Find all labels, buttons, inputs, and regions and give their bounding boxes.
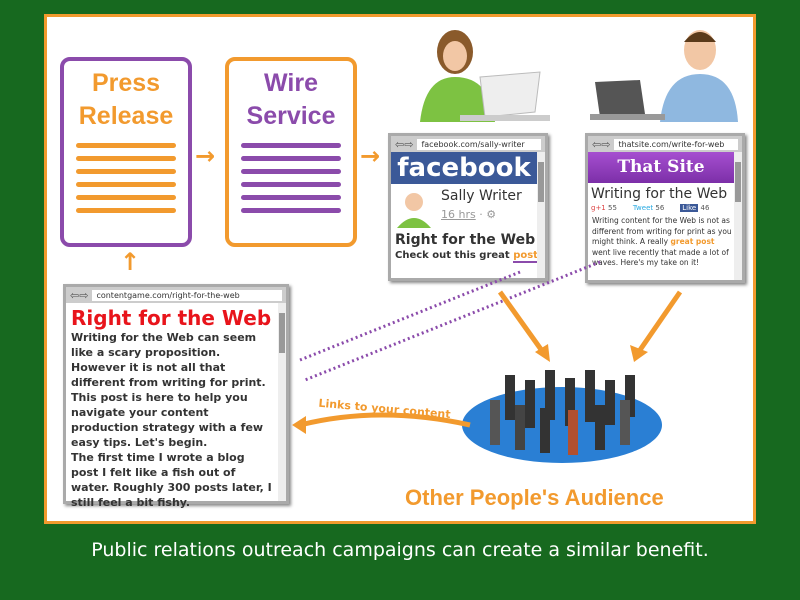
scrollbar[interactable] <box>734 152 742 280</box>
address-bar: thatsite.com/write-for-web <box>614 138 738 150</box>
article-body: Writing content for the Web is not as di… <box>592 216 732 267</box>
audience-label: Other People's Audience <box>405 485 664 510</box>
audience-crowd <box>490 370 635 455</box>
post-headline: Right for the Web! <box>395 232 542 248</box>
back-forward-icon: ⇦⇨ <box>395 137 414 151</box>
arrow-right-icon: → <box>195 142 216 170</box>
article-headline: Writing for the Web <box>591 186 728 202</box>
arrow-down-icon <box>497 290 548 357</box>
browser-toolbar: ⇦⇨contentgame.com/right-for-the-web <box>66 287 286 303</box>
post-link[interactable]: post! <box>513 250 543 263</box>
blog-body-2: The first time I wrote a blog post I fel… <box>71 451 272 509</box>
wire-service-title: Wire Service <box>246 69 336 130</box>
link-dotted-line <box>299 270 521 362</box>
article-link[interactable]: great post <box>670 237 715 246</box>
arrow-up-icon: ↑ <box>120 248 141 276</box>
browser-toolbar: ⇦⇨facebook.com/sally-writer <box>391 136 545 152</box>
timestamp[interactable]: 16 hrs <box>441 208 476 221</box>
link-dotted-line <box>304 260 601 382</box>
arrow-down-icon <box>637 290 683 352</box>
tweet-button[interactable]: Tweet 56 <box>632 204 665 212</box>
blog-title: Right for the Web <box>71 306 272 330</box>
blog-browser-window: ⇦⇨contentgame.com/right-for-the-web Righ… <box>63 284 289 509</box>
back-forward-icon: ⇦⇨ <box>592 137 611 151</box>
text-lines <box>241 143 341 213</box>
like-button[interactable]: Like 46 <box>680 204 710 212</box>
back-forward-icon: ⇦⇨ <box>70 288 89 302</box>
press-release-title: Press Release <box>78 69 174 130</box>
gear-icon[interactable]: ⚙ <box>486 208 497 221</box>
facebook-banner: facebook <box>391 152 537 184</box>
arrow-left-icon <box>299 412 471 428</box>
post-text: Check out this great <box>395 250 510 261</box>
woman-laptop-illustration <box>420 30 550 122</box>
gplus-button[interactable]: g+1 55 <box>591 204 617 212</box>
site-banner: That Site <box>588 152 734 183</box>
address-bar: facebook.com/sally-writer <box>417 138 541 150</box>
facebook-browser-window: ⇦⇨facebook.com/sally-writer facebook Sal… <box>388 133 548 281</box>
arrow-right-icon: → <box>360 142 381 170</box>
text-lines <box>76 143 176 213</box>
address-bar: contentgame.com/right-for-the-web <box>92 289 282 301</box>
wire-service-box: Wire Service <box>225 57 357 247</box>
avatar <box>395 188 433 228</box>
scrollbar[interactable] <box>537 152 545 278</box>
blog-body: Writing for the Web can seem like a scar… <box>71 331 266 449</box>
browser-toolbar: ⇦⇨thatsite.com/write-for-web <box>588 136 742 152</box>
press-release-box: Press Release <box>60 57 192 247</box>
man-laptop-illustration <box>590 30 738 122</box>
profile-name: Sally Writer <box>441 188 522 204</box>
slide-caption: Public relations outreach campaigns can … <box>91 539 709 561</box>
thatsite-browser-window: ⇦⇨thatsite.com/write-for-web That Site W… <box>585 133 745 283</box>
scrollbar[interactable] <box>278 303 286 501</box>
